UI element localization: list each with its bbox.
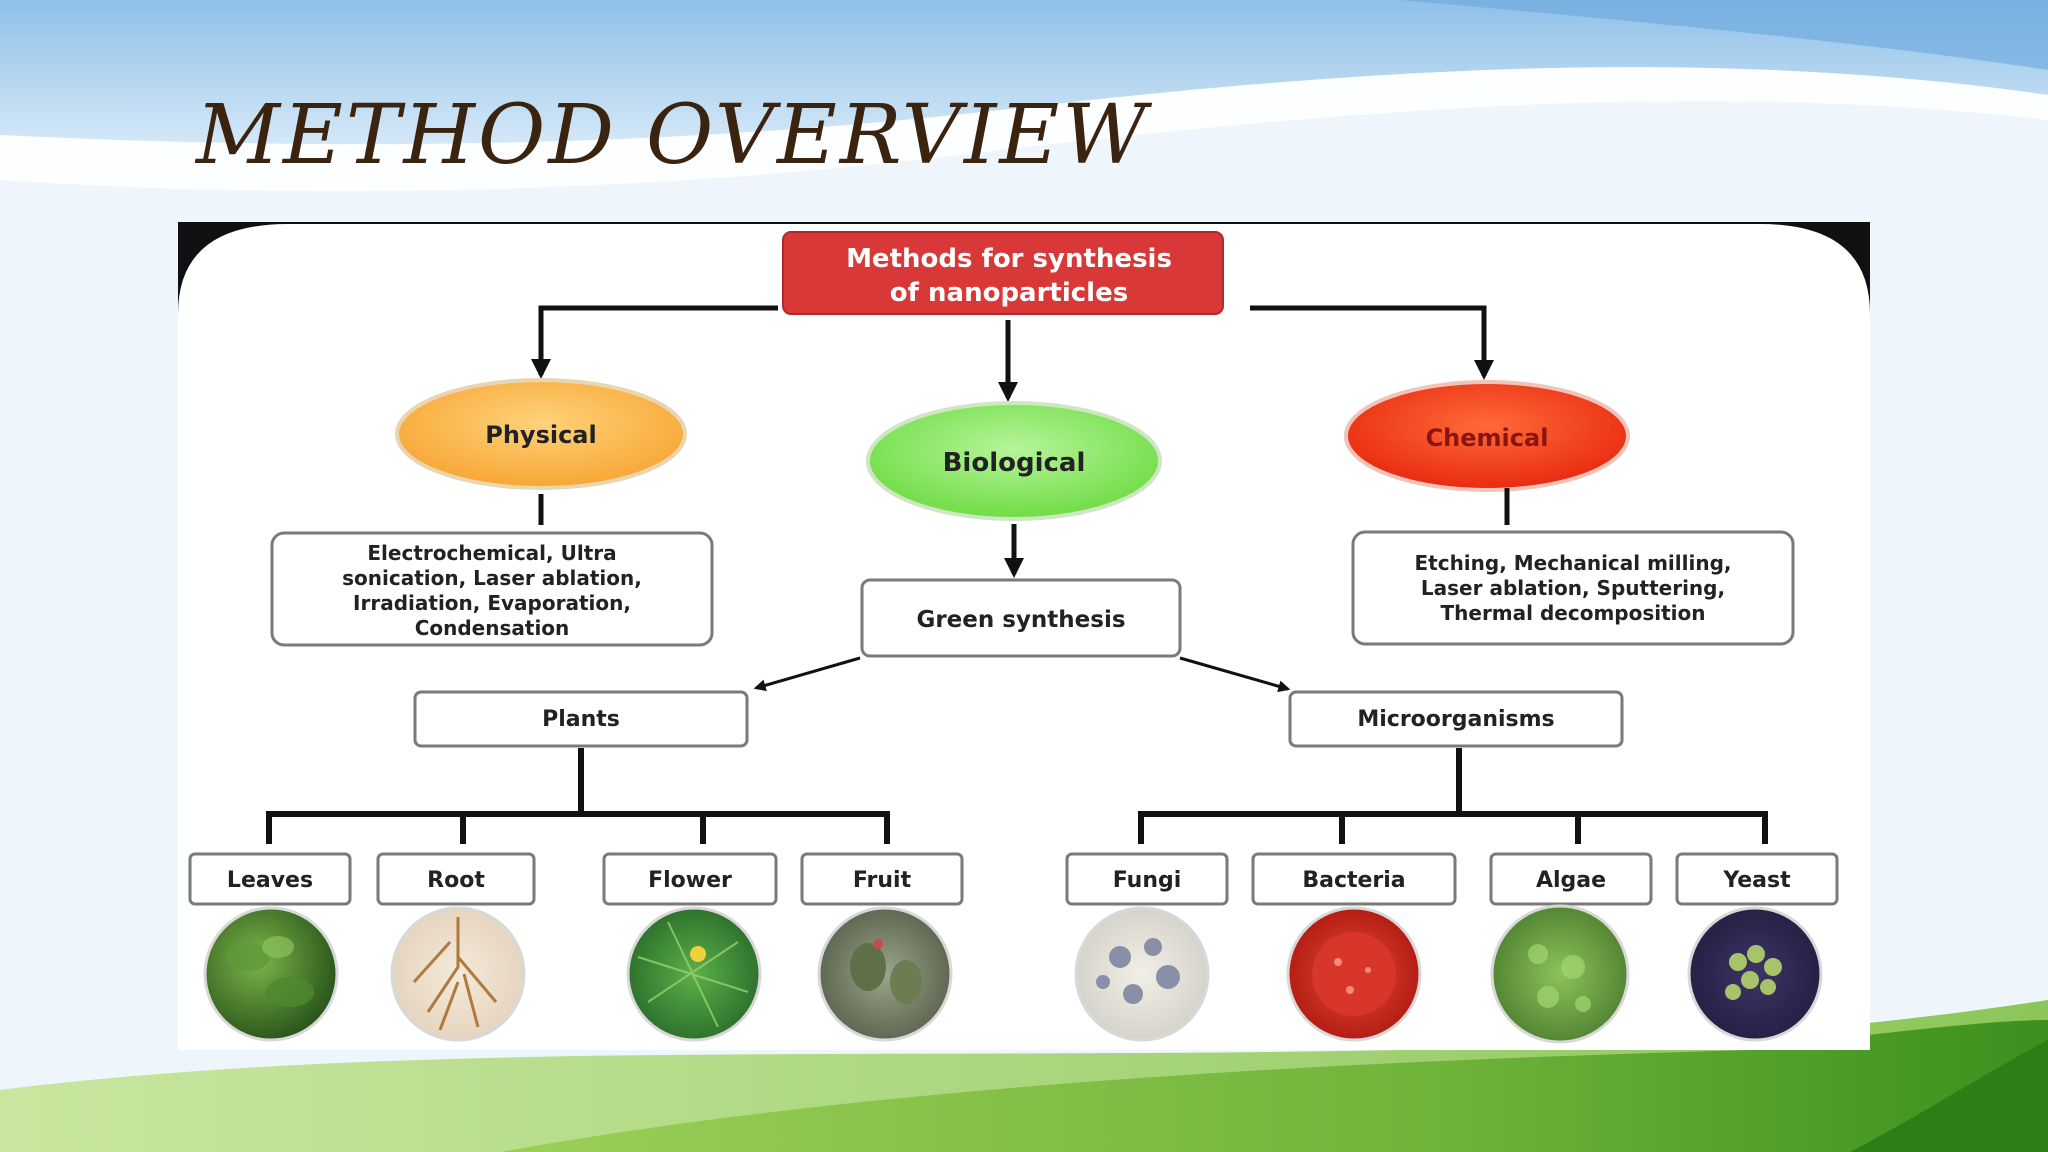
biological-ellipse	[866, 401, 1162, 521]
fruit-label: Fruit	[853, 868, 912, 893]
physical-method-line-2: sonication, Laser ablation,	[342, 566, 642, 590]
root-connectors	[531, 305, 1494, 402]
fruit-photo	[817, 906, 953, 1042]
slide-title: METHOD OVERVIEW	[196, 88, 1150, 183]
microorganisms-tree-connectors	[1138, 748, 1768, 844]
root-label-line-1: Methods for synthesis	[846, 244, 1172, 274]
algae-photo	[1490, 904, 1630, 1044]
green-synthesis-connectors	[753, 656, 1291, 693]
root-box	[782, 231, 1224, 315]
bacteria-label: Bacteria	[1302, 868, 1405, 893]
microorganisms-box	[1288, 690, 1624, 748]
plants-tree-connectors	[266, 748, 890, 844]
plants-label: Plants	[542, 707, 620, 732]
root-photo	[390, 906, 526, 1042]
physical-label: Physical	[485, 421, 596, 449]
fungi-photo	[1074, 906, 1210, 1042]
chemical-label: Chemical	[1426, 424, 1549, 452]
chemical-method-line-1: Etching, Mechanical milling,	[1414, 551, 1731, 575]
root-part-box	[376, 852, 536, 906]
leaves-box	[188, 852, 352, 906]
bacteria-photo	[1286, 906, 1422, 1042]
fungi-label: Fungi	[1113, 868, 1182, 893]
chemical-methods-box	[1351, 530, 1795, 646]
green-synthesis-box	[860, 578, 1182, 658]
chemical-method-line-3: Thermal decomposition	[1441, 601, 1706, 625]
root-label-line-2: of nanoparticles	[890, 278, 1128, 308]
leaves-label: Leaves	[227, 868, 313, 893]
bacteria-box	[1251, 852, 1457, 906]
flower-photo	[626, 906, 762, 1042]
yeast-box	[1675, 852, 1839, 906]
fruit-box	[800, 852, 964, 906]
chemical-method-line-2: Laser ablation, Sputtering,	[1421, 576, 1725, 600]
category-connectors	[538, 488, 1510, 578]
green-synthesis-label: Green synthesis	[916, 607, 1125, 633]
fungi-box	[1065, 852, 1229, 906]
flower-box	[602, 852, 778, 906]
leaves-photo	[203, 906, 339, 1042]
algae-label: Algae	[1536, 868, 1606, 893]
yeast-photo	[1687, 906, 1823, 1042]
yeast-label: Yeast	[1722, 868, 1791, 893]
algae-box	[1489, 852, 1653, 906]
physical-ellipse	[395, 378, 687, 490]
synthesis-methods-diagram: Methods for synthesis of nanoparticles P…	[178, 222, 1870, 1050]
physical-methods-box	[270, 531, 714, 647]
biological-label: Biological	[943, 448, 1086, 478]
physical-method-line-3: Irradiation, Evaporation,	[353, 591, 631, 615]
plants-box	[413, 690, 749, 748]
chemical-ellipse	[1344, 380, 1630, 492]
physical-method-line-1: Electrochemical, Ultra	[367, 541, 616, 565]
microorganisms-label: Microorganisms	[1357, 707, 1554, 732]
flower-label: Flower	[648, 868, 732, 893]
root-part-label: Root	[427, 868, 485, 893]
physical-method-line-4: Condensation	[415, 616, 570, 640]
